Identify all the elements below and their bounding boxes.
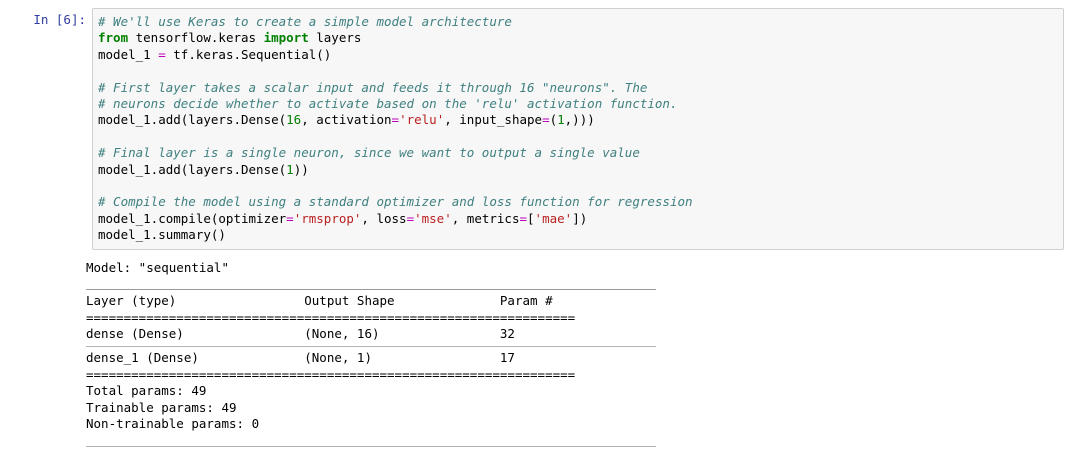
cell-input-row: In [6]: # We'll use Keras to create a si… xyxy=(33,8,1064,250)
code-token-string: 'mse' xyxy=(414,210,452,226)
table-row: dense (Dense) (None, 16) 32 xyxy=(86,325,576,341)
code-token-plain: ]) xyxy=(572,210,588,226)
code-token-plain: tf.keras.Sequential() xyxy=(165,46,332,62)
code-token-operator: = xyxy=(542,112,550,128)
code-token-plain: , activation xyxy=(301,112,392,128)
cell-output-row: Model: "sequential" Layer (type) Output … xyxy=(0,250,1080,451)
code-token-plain: ,))) xyxy=(564,112,595,128)
code-token-plain: model_1.summary() xyxy=(98,227,226,243)
code-token-comment: # We'll use Keras to create a simple mod… xyxy=(98,14,512,29)
code-token-plain: model_1.compile(optimizer xyxy=(98,210,287,226)
code-token-plain: )) xyxy=(293,161,309,177)
cell-output: Model: "sequential" Layer (type) Output … xyxy=(86,250,1058,451)
code-token-plain: , loss xyxy=(361,210,407,226)
table-row-divider xyxy=(86,346,656,348)
code-token-number: 1 xyxy=(286,161,294,177)
code-token-operator: = xyxy=(391,112,400,128)
source-code[interactable]: # We'll use Keras to create a simple mod… xyxy=(98,14,1059,244)
output-bottom-rule xyxy=(86,446,656,448)
code-token-plain: layers xyxy=(308,30,362,46)
code-token-operator: = xyxy=(286,210,294,226)
code-token-comment: # neurons decide whether to activate bas… xyxy=(98,96,678,112)
code-token-string: 'relu' xyxy=(399,112,445,128)
code-token-plain: , input_shape xyxy=(444,112,543,128)
code-token-plain: tensorflow.keras xyxy=(128,30,264,46)
trainable-params-line: Trainable params: 49 xyxy=(86,399,237,415)
code-token-operator: = xyxy=(406,210,415,226)
code-token-keyword: import xyxy=(263,30,309,46)
code-token-plain: model_1.add(layers.Dense( xyxy=(98,161,287,177)
table-separator-top: ========================================… xyxy=(86,309,576,325)
code-token-operator: = xyxy=(158,46,166,62)
input-prompt-label: In [6]: xyxy=(33,12,86,27)
non-trainable-params-line: Non-trainable params: 0 xyxy=(86,415,260,431)
table-header-line: Layer (type) Output Shape Param # xyxy=(86,293,576,309)
total-params-line: Total params: 49 xyxy=(86,383,207,399)
table-top-rule xyxy=(86,289,656,291)
code-token-plain: , metrics xyxy=(451,210,520,226)
output-spacer xyxy=(86,276,1058,285)
code-token-plain: model_1.add(layers.Dense( xyxy=(98,112,287,128)
model-title: Model: "sequential" xyxy=(86,259,229,275)
notebook-cell: In [6]: # We'll use Keras to create a si… xyxy=(0,8,1080,451)
code-token-keyword: from xyxy=(98,30,129,46)
code-token-plain: ( xyxy=(549,112,558,128)
code-token-string: 'rmsprop' xyxy=(293,210,362,226)
code-token-plain: model_1 xyxy=(98,46,159,62)
code-token-operator: = xyxy=(519,210,528,226)
code-token-number: 16 xyxy=(286,112,302,128)
code-token-string: 'mae' xyxy=(534,210,573,226)
table-separator-bottom: ========================================… xyxy=(86,366,576,382)
code-token-comment: # Final layer is a single neuron, since … xyxy=(98,145,640,161)
code-token-plain: [ xyxy=(527,210,535,226)
code-token-comment: # First layer takes a scalar input and f… xyxy=(98,79,648,95)
code-token-comment: # Compile the model using a standard opt… xyxy=(98,194,693,210)
code-token-number: 1 xyxy=(557,112,565,128)
code-editor[interactable]: # We'll use Keras to create a simple mod… xyxy=(92,8,1064,250)
table-row: dense_1 (Dense) (None, 1) 17 xyxy=(86,350,576,366)
